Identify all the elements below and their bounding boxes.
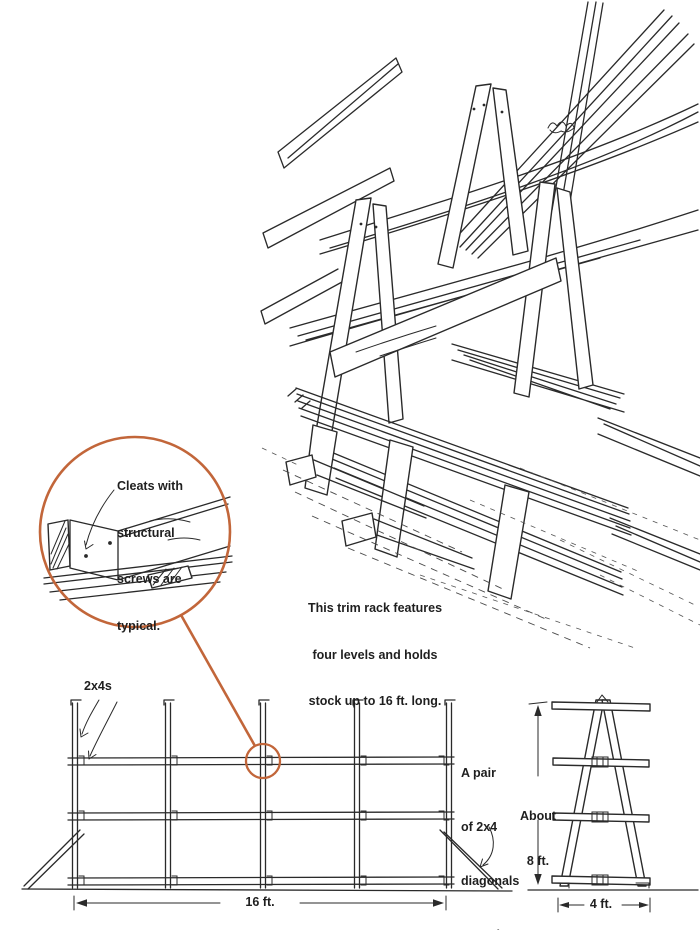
note-line: of 2x4	[461, 820, 498, 834]
posts-label-arrow-1	[79, 699, 100, 738]
front-diagonal-right	[439, 829, 503, 890]
side-cleats	[591, 756, 609, 886]
callout-geometry	[38, 435, 282, 780]
side-leg-right	[601, 699, 647, 887]
detail-rail	[43, 555, 233, 601]
perspective-illustration	[260, 1, 700, 649]
note-line: diagonals	[461, 874, 520, 888]
note-line: at each	[461, 926, 519, 930]
callout-connector-line	[179, 614, 257, 747]
side-elevation-art	[527, 694, 699, 913]
screw-dot	[84, 554, 88, 558]
height-label-line: 8 ft.	[526, 854, 550, 868]
detail-line: structural	[117, 525, 175, 540]
width-dimension-label-front: 16 ft.	[245, 895, 275, 909]
detail-beam	[69, 496, 231, 581]
apex-cross	[596, 694, 609, 703]
callout-target-circle	[244, 742, 282, 780]
detail-pointer-arrow	[84, 489, 115, 550]
height-label-line: About	[519, 809, 557, 823]
right-edge-boards	[597, 417, 700, 571]
tall-post	[551, 1, 604, 215]
front-diagonal-left	[23, 829, 85, 890]
board-end-left-1	[277, 57, 403, 169]
rail-band-level3	[287, 387, 632, 536]
posts-label-arrow-2	[88, 701, 118, 760]
front-elevation-art	[21, 699, 513, 911]
caption-line: four levels and holds	[312, 647, 438, 662]
caption-line: stock up to 16 ft. long.	[308, 694, 442, 708]
foreground-beam	[329, 257, 562, 378]
ground-line-front	[21, 888, 513, 892]
detail-line: typical.	[117, 618, 161, 633]
detail-callout-text: Cleats with structural screws are typica…	[117, 448, 183, 650]
perspective-caption: This trim rack features four levels and …	[290, 570, 460, 725]
racking-note: A pair of 2x4 diagonals at each end prev…	[461, 728, 519, 930]
detail-callout-circle	[38, 435, 232, 629]
width-dimension-16ft	[73, 895, 447, 911]
scribble-knot	[547, 121, 575, 134]
posts-label: 2x4s	[84, 679, 112, 693]
rail-band-mid-right	[451, 343, 625, 413]
detail-line: screws are	[117, 572, 182, 586]
height-dimension-8ft	[528, 701, 548, 885]
ground-hatching	[261, 447, 700, 649]
screw-dot	[108, 541, 112, 545]
a-frame-top	[437, 83, 529, 269]
width-dimension-4ft	[557, 897, 651, 913]
board-end-left-3	[260, 268, 343, 325]
front-cleats	[78, 755, 450, 886]
rail-cleat	[147, 565, 193, 589]
detail-callout-art	[43, 489, 233, 601]
width-dimension-label-side: 4 ft.	[589, 897, 613, 911]
height-dimension-label: About 8 ft.	[508, 779, 568, 884]
side-feet	[555, 882, 650, 889]
rail-band-level4	[330, 451, 624, 596]
board-end-left-2	[262, 167, 395, 249]
side-arms	[551, 701, 651, 886]
note-line: A pair	[461, 766, 496, 780]
front-posts	[70, 699, 456, 889]
caption-line: This trim rack features	[307, 601, 443, 615]
detail-line: Cleats with	[117, 479, 183, 493]
racking-note-arrow	[479, 826, 494, 868]
